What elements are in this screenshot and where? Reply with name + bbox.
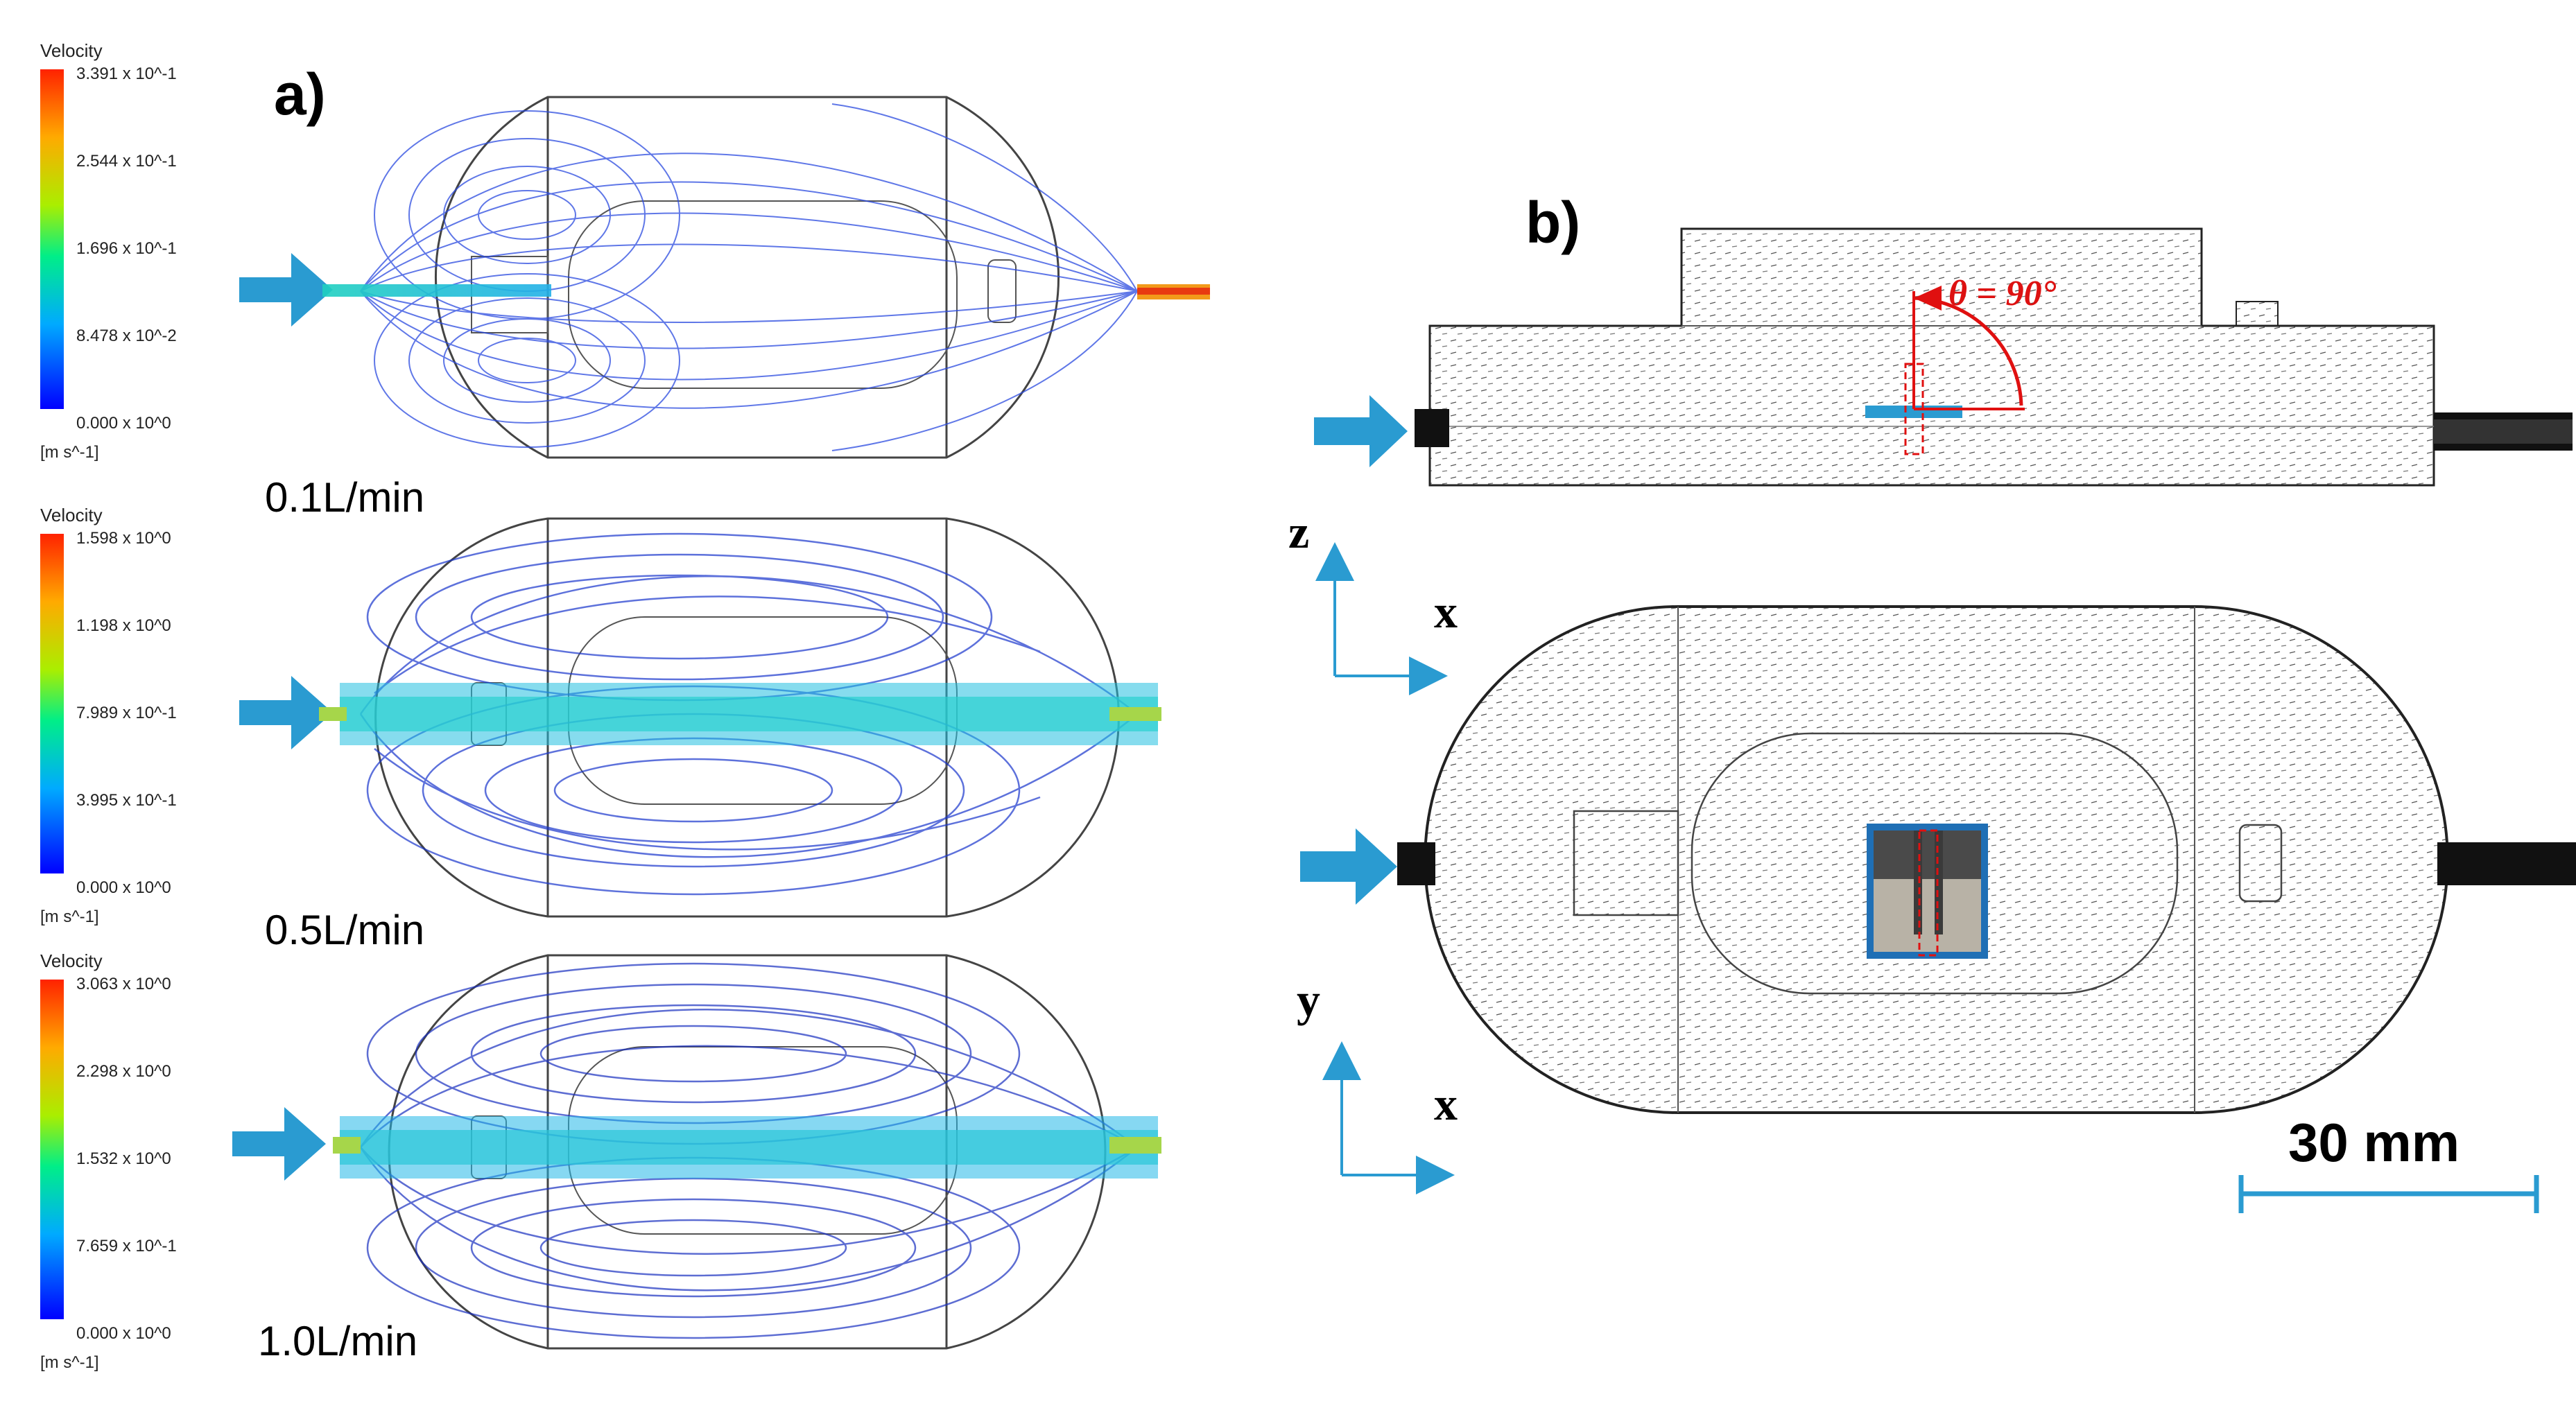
- sensor-photo: [1867, 824, 1988, 959]
- legend-tick-3-1: 2.298 x 10^0: [76, 1062, 171, 1081]
- legend-unit-1: [m s^-1]: [40, 443, 99, 462]
- axis-label-y: y: [1297, 973, 1320, 1026]
- legend-tick-3-4: 0.000 x 10^0: [76, 1324, 171, 1343]
- flow-label-3: 1.0L/min: [258, 1318, 417, 1364]
- inlet-arrow-icon: [239, 253, 333, 327]
- legend-tick-3-0: 3.063 x 10^0: [76, 975, 171, 993]
- side-view-body: [1428, 227, 2435, 487]
- legend-tick-3-2: 1.532 x 10^0: [76, 1149, 171, 1168]
- side-view: θ = 90°: [1314, 227, 2573, 487]
- domain-3: [333, 954, 1161, 1350]
- panel-b: b) θ = 90° z x: [1288, 190, 2576, 1213]
- legend-tick-2-0: 1.598 x 10^0: [76, 529, 171, 548]
- axes-yx: y x: [1297, 973, 1458, 1194]
- velocity-legend-3: Velocity 3.063 x 10^0 2.298 x 10^0 1.532…: [40, 950, 177, 1372]
- legend-title-2: Velocity: [40, 505, 103, 525]
- domain-2: [319, 517, 1161, 918]
- legend-tick-1-1: 2.544 x 10^-1: [76, 152, 177, 171]
- top-view: [1300, 605, 2576, 1114]
- axis-label-z: z: [1288, 505, 1309, 558]
- legend-tick-1-2: 1.696 x 10^-1: [76, 239, 177, 258]
- legend-title-1: Velocity: [40, 40, 103, 61]
- scale-bar: 30 mm: [2238, 1112, 2539, 1213]
- legend-unit-3: [m s^-1]: [40, 1353, 99, 1372]
- inlet-arrow-icon: [232, 1107, 326, 1181]
- case-1-0-lpm: Velocity 3.063 x 10^0 2.298 x 10^0 1.532…: [40, 950, 1161, 1372]
- inlet-arrow-icon: [1300, 828, 1397, 905]
- flow-label-2: 0.5L/min: [265, 907, 424, 953]
- scale-bar-label: 30 mm: [2288, 1112, 2460, 1173]
- legend-tick-2-3: 3.995 x 10^-1: [76, 791, 177, 810]
- velocity-legend-2: Velocity 1.598 x 10^0 1.198 x 10^0 7.989…: [40, 505, 177, 926]
- legend-unit-2: [m s^-1]: [40, 907, 99, 926]
- inlet-arrow-icon: [239, 676, 333, 749]
- colorbar-2: [40, 534, 64, 873]
- streamlines-1: [360, 103, 1138, 451]
- angle-label: θ = 90°: [1948, 274, 2057, 313]
- legend-tick-1-3: 8.478 x 10^-2: [76, 327, 177, 345]
- colorbar-1: [40, 69, 64, 409]
- outlet-pipe: [2437, 842, 2576, 885]
- axes-zx: z x: [1288, 505, 1458, 695]
- legend-tick-3-3: 7.659 x 10^-1: [76, 1237, 177, 1255]
- panel-a-label: a): [274, 62, 326, 127]
- panel-b-label: b): [1525, 190, 1580, 255]
- flow-label-1: 0.1L/min: [265, 474, 424, 521]
- inlet-arrow-icon: [1314, 395, 1408, 467]
- inlet-pipe: [1415, 409, 1449, 447]
- domain-1: [322, 96, 1210, 459]
- inlet-pipe: [1397, 842, 1435, 885]
- velocity-legend-1: Velocity 3.391 x 10^-1 2.544 x 10^-1 1.6…: [40, 40, 177, 462]
- legend-tick-2-2: 7.989 x 10^-1: [76, 704, 177, 722]
- legend-tick-2-1: 1.198 x 10^0: [76, 616, 171, 635]
- colorbar-3: [40, 980, 64, 1319]
- legend-tick-2-4: 0.000 x 10^0: [76, 878, 171, 897]
- legend-tick-1-4: 0.000 x 10^0: [76, 414, 171, 433]
- case-0-5-lpm: Velocity 1.598 x 10^0 1.198 x 10^0 7.989…: [40, 505, 1161, 953]
- case-0-1-lpm: Velocity 3.391 x 10^-1 2.544 x 10^-1 1.6…: [40, 40, 1210, 521]
- panel-a: a) Velocity 3.391 x 10^-1 2.544 x 10^-1 …: [40, 40, 1210, 1372]
- axis-label-x-top: x: [1434, 1077, 1458, 1130]
- legend-title-3: Velocity: [40, 950, 103, 971]
- legend-tick-1-0: 3.391 x 10^-1: [76, 64, 177, 83]
- axis-label-x-side: x: [1434, 585, 1458, 638]
